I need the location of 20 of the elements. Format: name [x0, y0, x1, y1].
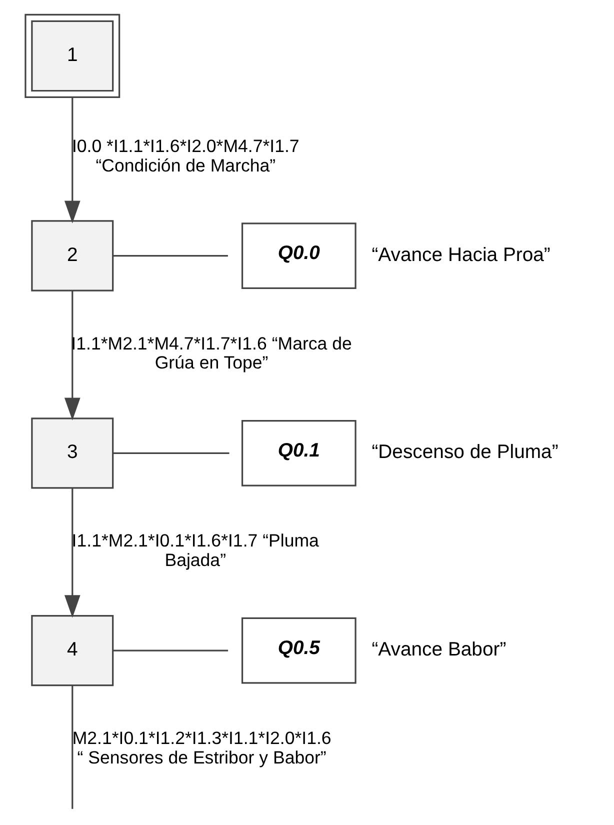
arrow — [64, 97, 80, 224]
node-box: 2 — [31, 220, 114, 292]
connector — [113, 452, 230, 454]
edge-label: M2.1*I0.1*I1.2*I1.3*I1.1*I2.0*I1.6 “ Sensores de Estribor y Babor” — [72, 728, 332, 768]
node-box: Q0.1 — [241, 420, 356, 486]
node-label: “Descenso de Pluma” — [372, 441, 558, 464]
node-box: Q0.0 — [241, 222, 356, 289]
edge-label: I1.1*M2.1*I0.1*I1.6*I1.7 “Pluma Bajada” — [72, 530, 319, 570]
edge-label: I0.0 *I1.1*I1.6*I2.0*M4.7*I1.7 “Condición de Marcha” — [72, 136, 300, 176]
node-box: Q0.5 — [241, 617, 356, 684]
connector — [113, 650, 228, 652]
node-label: “Avance Babor” — [372, 638, 506, 661]
arrow — [64, 290, 80, 420]
connector — [113, 254, 228, 257]
node-box: 3 — [31, 418, 114, 489]
arrow — [64, 488, 80, 618]
node-box: 4 — [31, 614, 114, 686]
connector — [72, 685, 74, 809]
node-box: 1 — [24, 14, 120, 98]
node-label: “Avance Hacia Proa” — [372, 244, 550, 266]
